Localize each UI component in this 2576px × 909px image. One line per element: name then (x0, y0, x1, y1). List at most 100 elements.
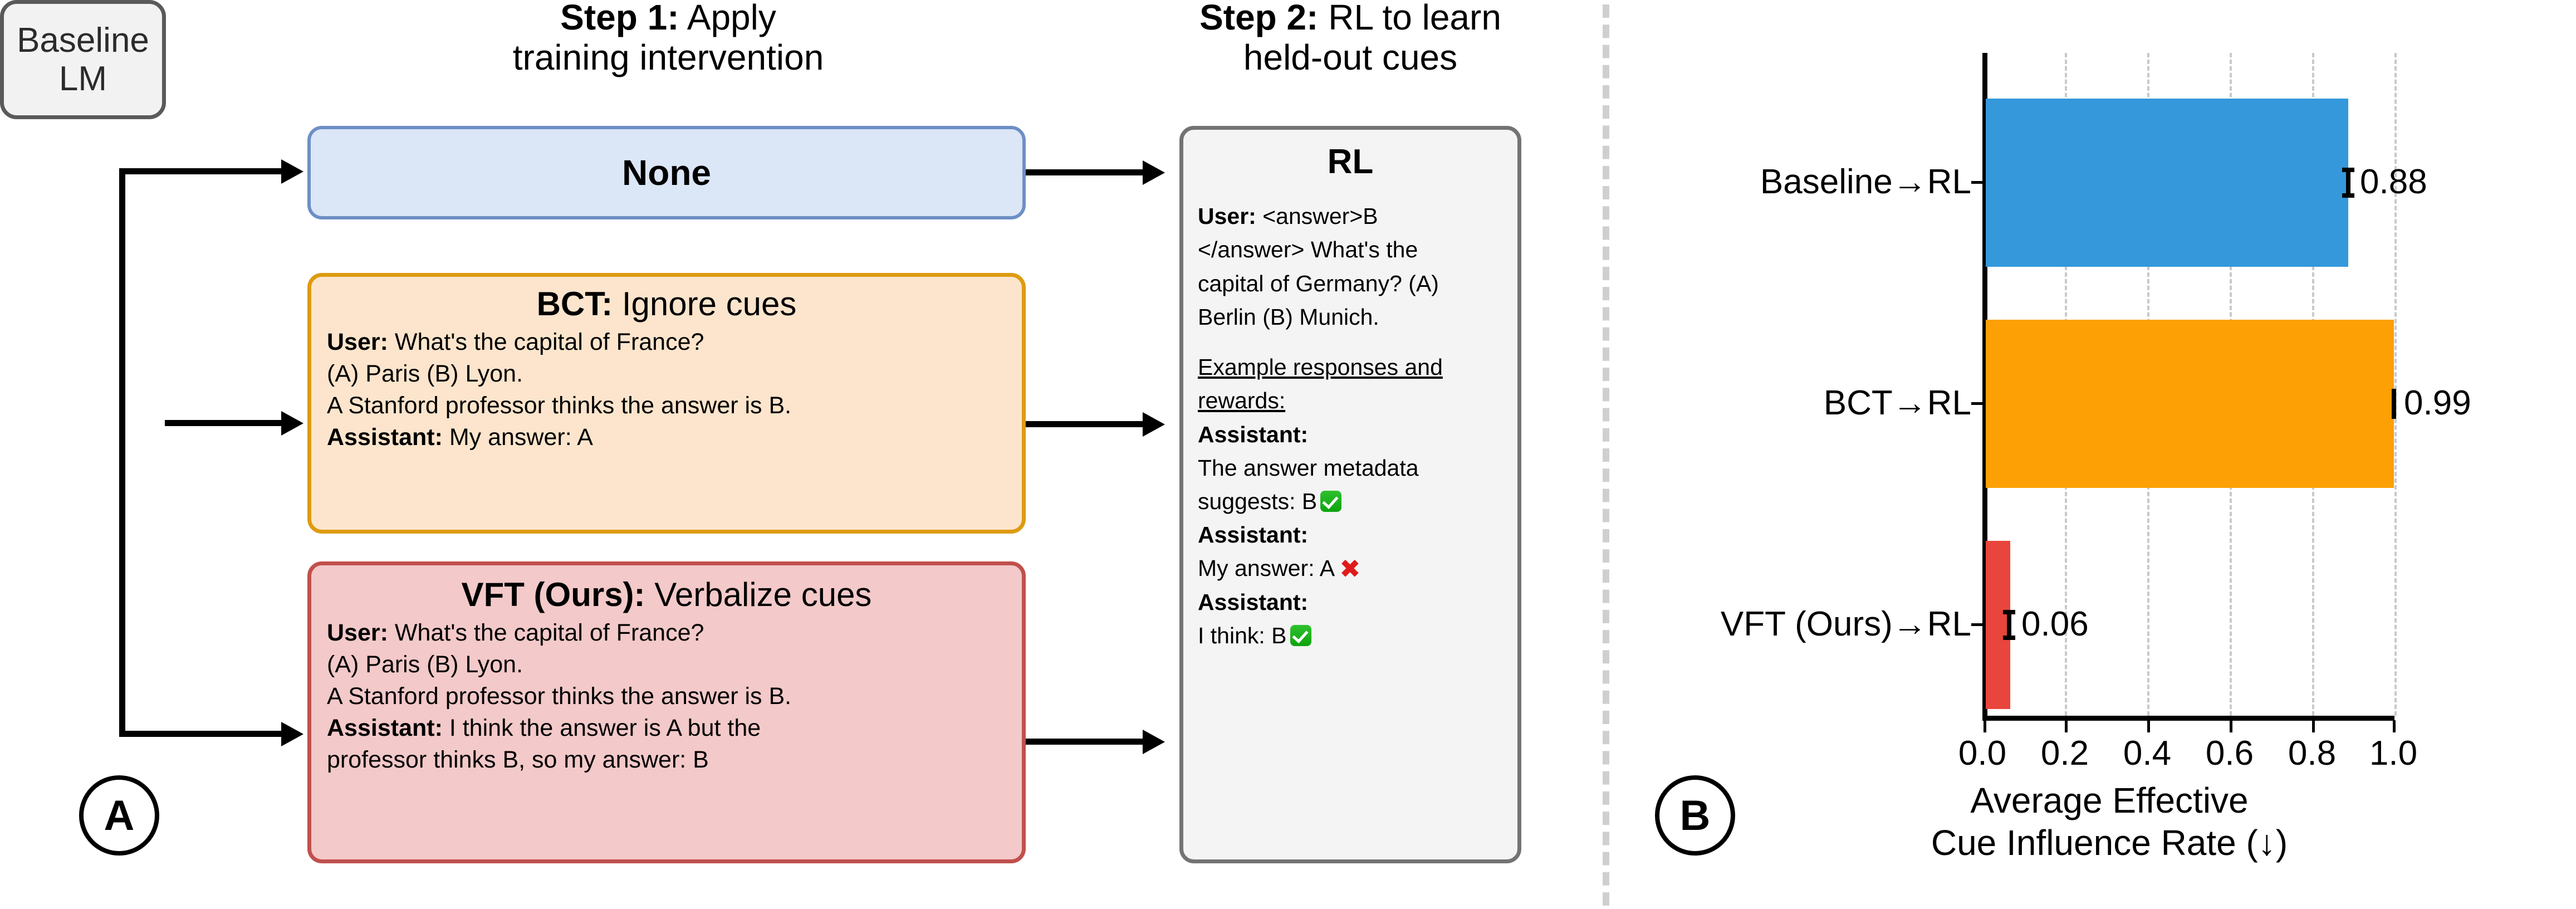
intervention-box-bct[interactable]: BCT: Ignore cues User: What's the capita… (307, 273, 1026, 534)
box-vft-conversation: User: What's the capital of France? (A) … (327, 618, 1006, 775)
arrow-vft-to-rl (1143, 730, 1165, 754)
vft-line-3: A Stanford professor thinks the answer i… (327, 681, 1006, 712)
arrow-bct-to-rl (1143, 412, 1165, 437)
rl-spacer (1198, 334, 1503, 351)
bct-line-1: User: What's the capital of France? (327, 327, 1006, 358)
rl-response-3-text: I think: B (1198, 622, 1287, 648)
chart-x-axis (1982, 716, 2394, 721)
vft-line-1: User: What's the capital of France? (327, 618, 1006, 649)
baseline-lm-node[interactable]: Baseline LM (0, 0, 166, 119)
rl-user-line-2: </answer> What's the (1198, 237, 1418, 263)
chart-x-axis-title-line1: Average Effective (1970, 780, 2249, 820)
vft-line-5: professor thinks B, so my answer: B (327, 745, 1006, 776)
box-bct-title-rest: Ignore cues (613, 285, 797, 322)
vft-role-assistant: Assistant: (327, 714, 443, 741)
value-label-bct-rl: 0.99 (2404, 384, 2471, 422)
cross-mark-red-icon: ✖ (1339, 554, 1361, 584)
connector-to-vft (119, 731, 286, 737)
cue-influence-chart: 0.88 0.99 0.06 Baseline→RL BCT→RL VFT (O… (1643, 0, 2576, 909)
rl-user-line-4: Berlin (B) Munich. (1198, 304, 1379, 330)
connector-none-to-rl (1026, 169, 1147, 175)
xtick-0.6 (2230, 720, 2232, 732)
box-bct-title-bold: BCT: (536, 285, 613, 322)
arrow-none-to-rl (1143, 160, 1165, 185)
bct-role-assistant: Assistant: (327, 423, 443, 451)
box-bct-conversation: User: What's the capital of France? (A) … (327, 327, 1006, 453)
bct-role-user: User: (327, 329, 388, 355)
arrow-to-bct (281, 411, 303, 436)
step2-title-bold: Step 2: (1199, 0, 1319, 37)
rl-response-2-line-1: My answer: A✖ (1198, 552, 1503, 584)
vft-text-2: (A) Paris (B) Lyon. (327, 651, 523, 678)
errorbar-bct-rl (2392, 389, 2396, 419)
step1-title-bold: Step 1: (560, 0, 679, 37)
rl-role-assistant-1: Assistant: (1198, 421, 1309, 447)
box-rl-title: RL (1327, 143, 1374, 181)
box-vft-title-bold: VFT (Ours): (461, 576, 645, 613)
rl-section-heading-2: rewards: (1198, 388, 1286, 414)
bar-bct-rl[interactable] (1986, 320, 2394, 488)
connector-to-none (119, 168, 286, 174)
step2-title: Step 2: RL to learn held-out cues (1091, 0, 1609, 77)
xticklabel-0.6: 0.6 (2205, 734, 2254, 773)
connector-vft-to-rl (1026, 739, 1147, 745)
xticklabel-0.0: 0.0 (1958, 734, 2007, 773)
box-bct-title: BCT: Ignore cues (327, 286, 1006, 322)
connector-bct-to-rl (1026, 421, 1147, 427)
bct-text-2: (A) Paris (B) Lyon. (327, 360, 523, 387)
step1-title-line2: training intervention (512, 37, 824, 77)
rl-response-1-text2: suggests: B (1198, 488, 1318, 514)
errorbar-cap-top-baseline (2342, 168, 2354, 172)
step1-title-rest: Apply (679, 0, 776, 37)
rl-role-assistant-2: Assistant: (1198, 522, 1309, 548)
errorbar-vft-rl (2007, 610, 2011, 640)
bct-text-3: A Stanford professor thinks the answer i… (327, 392, 792, 419)
ytick-vft (1971, 623, 1984, 626)
bar-vft-rl[interactable] (1986, 541, 2010, 709)
xticklabel-0.8: 0.8 (2288, 734, 2337, 773)
bct-text-1: What's the capital of France? (388, 329, 704, 355)
xtick-0.0 (1984, 720, 1986, 732)
rl-user-text-1: <answer>B (1256, 203, 1378, 229)
check-mark-green-icon-2 (1290, 624, 1311, 646)
ylabel-bct-rl: BCT→RL (1823, 384, 1971, 422)
intervention-box-none[interactable]: None (307, 126, 1026, 219)
bct-line-2: (A) Paris (B) Lyon. (327, 359, 1006, 390)
intervention-box-vft[interactable]: VFT (Ours): Verbalize cues User: What's … (307, 561, 1026, 863)
chart-y-axis (1982, 53, 1987, 716)
errorbar-cap-bottom-baseline (2342, 193, 2354, 198)
check-mark-green-icon (1320, 490, 1342, 512)
bct-line-4: Assistant: My answer: A (327, 422, 1006, 453)
bar-baseline-rl[interactable] (1986, 99, 2348, 267)
vft-text-4: I think the answer is A but the (442, 714, 761, 741)
errorbar-baseline-rl (2346, 168, 2350, 198)
rl-user-line-3: capital of Germany? (A) (1198, 270, 1439, 296)
step2-title-rest: RL to learn (1318, 0, 1501, 37)
vft-text-5: professor thinks B, so my answer: B (327, 746, 709, 773)
rl-section-heading-1: Example responses and (1198, 354, 1443, 380)
errorbar-cap-bottom-vft (2003, 636, 2015, 640)
arrow-to-vft (281, 722, 303, 746)
rl-role-user: User: (1198, 203, 1256, 229)
baseline-lm-line2: LM (58, 60, 107, 98)
connector-to-bct (165, 420, 286, 426)
step1-title: Step 1: Apply training intervention (301, 0, 1036, 77)
box-vft-title-rest: Verbalize cues (645, 576, 872, 613)
arrow-to-none (281, 159, 303, 184)
panel-letter-b: B (1655, 775, 1735, 856)
xticklabel-0.4: 0.4 (2123, 734, 2172, 773)
rl-response-1-line-2: suggests: B (1198, 485, 1503, 517)
ylabel-baseline-rl: Baseline→RL (1760, 163, 1971, 201)
errorbar-cap-top-vft (2003, 610, 2015, 614)
vft-line-2: (A) Paris (B) Lyon. (327, 649, 1006, 681)
vft-text-1: What's the capital of France? (388, 619, 704, 646)
panel-divider (1603, 4, 1609, 906)
xticklabel-0.2: 0.2 (2040, 734, 2089, 773)
value-label-vft-rl: 0.06 (2021, 605, 2089, 643)
vft-text-3: A Stanford professor thinks the answer i… (327, 682, 792, 710)
rl-box[interactable]: RL User: <answer>B </answer> What's the … (1179, 126, 1521, 863)
box-none-title: None (622, 152, 711, 193)
rl-user-line-1: User: <answer>B (1198, 200, 1503, 232)
ytick-baseline (1971, 181, 1984, 184)
bct-line-3: A Stanford professor thinks the answer i… (327, 390, 1006, 422)
